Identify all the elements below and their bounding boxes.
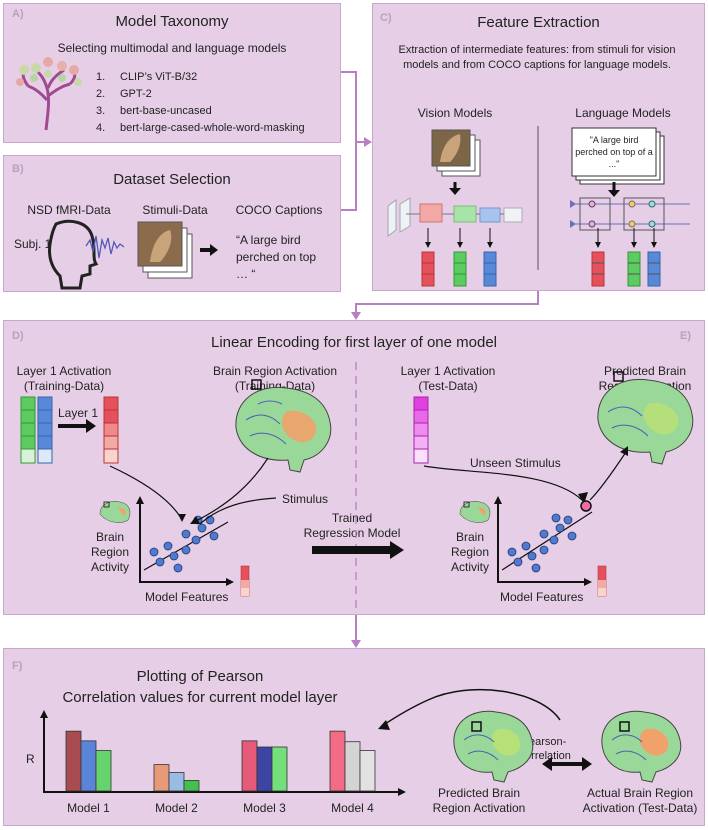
col-captions: COCO Captions: [235, 203, 323, 217]
mini-feature-column-2: [597, 565, 607, 597]
caption-card-text: "A large bird perched on top of a ...": [575, 135, 653, 169]
bar-model-2-s3: [183, 780, 200, 792]
chart-ylabel: R: [26, 752, 35, 766]
feature-column-green: [453, 251, 467, 287]
model-features-label: Model Features: [145, 590, 229, 604]
panel-pearson-plot: [3, 648, 705, 826]
model-name-2: GPT-2: [120, 88, 152, 100]
panel-f-title-2: Correlation values for current model lay…: [62, 689, 338, 706]
fmri-signal: [85, 235, 125, 259]
brain-actual-icon: [601, 710, 682, 783]
layer-test-label: Layer 1 Activation (Test-Data): [400, 364, 496, 393]
test-activation-magenta: [413, 396, 429, 464]
feature-column-red: [421, 251, 435, 287]
brain-activity-label: Brain Region Activity: [90, 530, 130, 574]
x-tick-label: Model 1: [67, 801, 110, 815]
panel-c-tag: C): [380, 12, 392, 24]
brain-training-icon: [235, 379, 332, 473]
feature-column-blue: [483, 251, 497, 287]
brain-activity-label-2: Brain Region Activity: [450, 530, 490, 574]
caption-text: “A large bird perched on top … “: [236, 233, 317, 281]
predicted-brain-label: Predicted Brain Region Activation: [432, 786, 526, 815]
actual-brain-label: Actual Brain Region Activation (Test-Dat…: [582, 786, 698, 815]
model-num-2: 2.: [96, 88, 106, 100]
model-name-3: bert-base-uncased: [120, 105, 212, 117]
panel-a-tag: A): [12, 8, 24, 20]
model-num-4: 4.: [96, 122, 106, 134]
mini-feature-column: [240, 565, 250, 597]
model-num-1: 1.: [96, 71, 106, 83]
panel-b-tag: B): [12, 163, 24, 175]
panel-e-tag: E): [680, 330, 691, 342]
brain-predicted-icon: [597, 371, 694, 465]
panel-b-title: Dataset Selection: [113, 171, 231, 188]
language-models-label: Language Models: [575, 106, 671, 120]
panel-f-tag: F): [12, 660, 23, 672]
panel-linear-encoding: [3, 320, 705, 615]
panel-c-description: Extraction of intermediate features: fro…: [398, 44, 676, 71]
panel-f-title-1: Plotting of Pearson: [136, 668, 264, 685]
x-tick-label: Model 4: [331, 801, 374, 815]
trained-model-label: Trained Regression Model: [303, 511, 401, 540]
bar-model-4-s3: [359, 750, 376, 792]
small-brain-icon-2: [459, 501, 491, 523]
panel-c-title: Feature Extraction: [477, 14, 600, 31]
model-features-label-2: Model Features: [500, 590, 584, 604]
x-tick-label: Model 2: [155, 801, 198, 815]
bar-model-1-s3: [95, 750, 112, 792]
panel-a-title: Model Taxonomy: [115, 13, 229, 30]
panel-d-tag: D): [12, 330, 24, 342]
model-name-4: bert-large-cased-whole-word-masking: [120, 122, 305, 134]
unseen-prediction-point: [580, 500, 592, 512]
bar-model-3-s3: [271, 746, 288, 792]
head-icon: [48, 219, 99, 290]
model-name-1: CLIP’s ViT-B/32: [120, 71, 198, 83]
panel-a-subtitle: Selecting multimodal and language models: [57, 41, 287, 55]
subject-label: Subj. 1: [14, 237, 52, 251]
layer1-activation-red: [103, 396, 119, 464]
model-num-3: 3.: [96, 105, 106, 117]
stimulus-label: Stimulus: [282, 492, 329, 506]
layer-train-label: Layer 1 Activation (Training-Data): [16, 364, 112, 393]
brain-predicted-icon-2: [453, 710, 534, 783]
training-activation-green: [20, 396, 36, 464]
panel-d-title: Linear Encoding for first layer of one m…: [211, 334, 497, 351]
vision-models-label: Vision Models: [417, 106, 493, 120]
training-activation-blue: [37, 396, 53, 464]
layer1-label: Layer 1: [58, 406, 99, 420]
col-fmri: NSD fMRI-Data: [27, 203, 111, 217]
small-brain-icon: [99, 501, 131, 523]
unseen-stimulus-label: Unseen Stimulus: [470, 456, 561, 470]
stimuli-stack: [137, 221, 193, 279]
col-stimuli: Stimuli-Data: [142, 203, 208, 217]
x-tick-label: Model 3: [243, 801, 286, 815]
